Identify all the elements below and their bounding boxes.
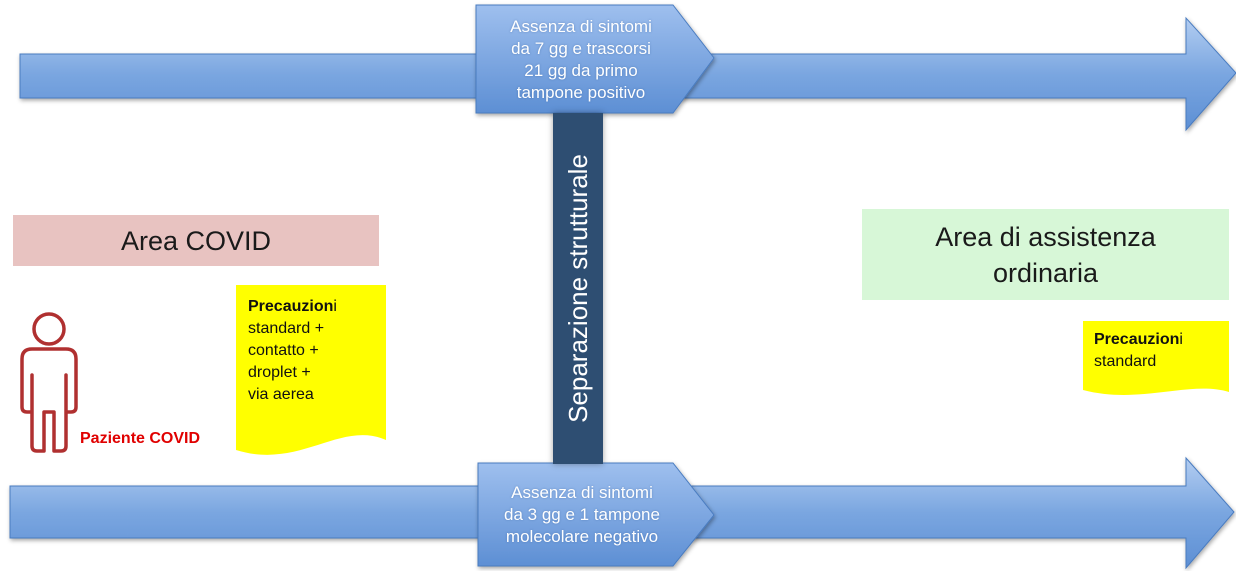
ordinary-precautions-heading: Precauzioni xyxy=(1094,329,1224,351)
top-criteria-line: tampone positivo xyxy=(516,83,646,102)
covid-precaution-item: standard + xyxy=(248,320,325,337)
covid-precautions-note: Precauzioni standard + contatto + drople… xyxy=(248,296,384,406)
covid-precaution-item: droplet + xyxy=(248,364,311,381)
ordinary-precautions-rest: i xyxy=(1179,331,1183,348)
top-criteria-line: 21 gg da primo xyxy=(524,61,638,80)
top-criteria-label: Assenza di sintomi da 7 gg e trascorsi 2… xyxy=(476,8,686,112)
covid-area-title: Area COVID xyxy=(13,215,379,266)
ordinary-area-title-line: Area di assistenza xyxy=(935,221,1156,252)
patient-label: Paziente COVID xyxy=(80,430,201,447)
ordinary-precautions-note-shape xyxy=(1083,321,1229,395)
ordinary-area-title-line: ordinaria xyxy=(992,257,1099,288)
bottom-criteria-line: molecolare negativo xyxy=(505,527,659,546)
ordinary-area-background xyxy=(862,209,1229,300)
covid-precaution-item: via aerea xyxy=(248,386,314,403)
bottom-criteria-line: da 3 gg e 1 tampone xyxy=(504,505,660,524)
patient-person-icon xyxy=(20,312,78,453)
covid-precautions-bold: Precauzion xyxy=(248,298,334,315)
separator-label: Separazione strutturale xyxy=(562,154,593,423)
ordinary-precautions-note: Precauzioni standard xyxy=(1094,329,1224,373)
bottom-criteria-label: Assenza di sintomi da 3 gg e 1 tampone m… xyxy=(478,466,686,564)
covid-precautions-rest: i xyxy=(333,298,337,315)
covid-area-title-text: Area COVID xyxy=(120,225,272,256)
top-criteria-line: Assenza di sintomi xyxy=(510,17,652,36)
structural-separator: Separazione strutturale xyxy=(553,113,603,464)
ordinary-precautions-bold: Precauzion xyxy=(1094,331,1180,348)
covid-precautions-heading: Precauzioni xyxy=(248,296,384,318)
bottom-criteria-line: Assenza di sintomi xyxy=(511,483,653,502)
top-criteria-line: da 7 gg e trascorsi xyxy=(511,39,651,58)
covid-precautions-note-shape xyxy=(236,285,386,455)
bottom-criteria-pentagon xyxy=(477,462,715,567)
ordinary-precaution-item: standard xyxy=(1094,353,1157,370)
covid-precaution-item: contatto + xyxy=(248,342,319,359)
covid-area-background xyxy=(13,215,379,266)
ordinary-area-title: Area di assistenza ordinaria xyxy=(862,213,1229,296)
top-criteria-pentagon xyxy=(475,4,715,114)
